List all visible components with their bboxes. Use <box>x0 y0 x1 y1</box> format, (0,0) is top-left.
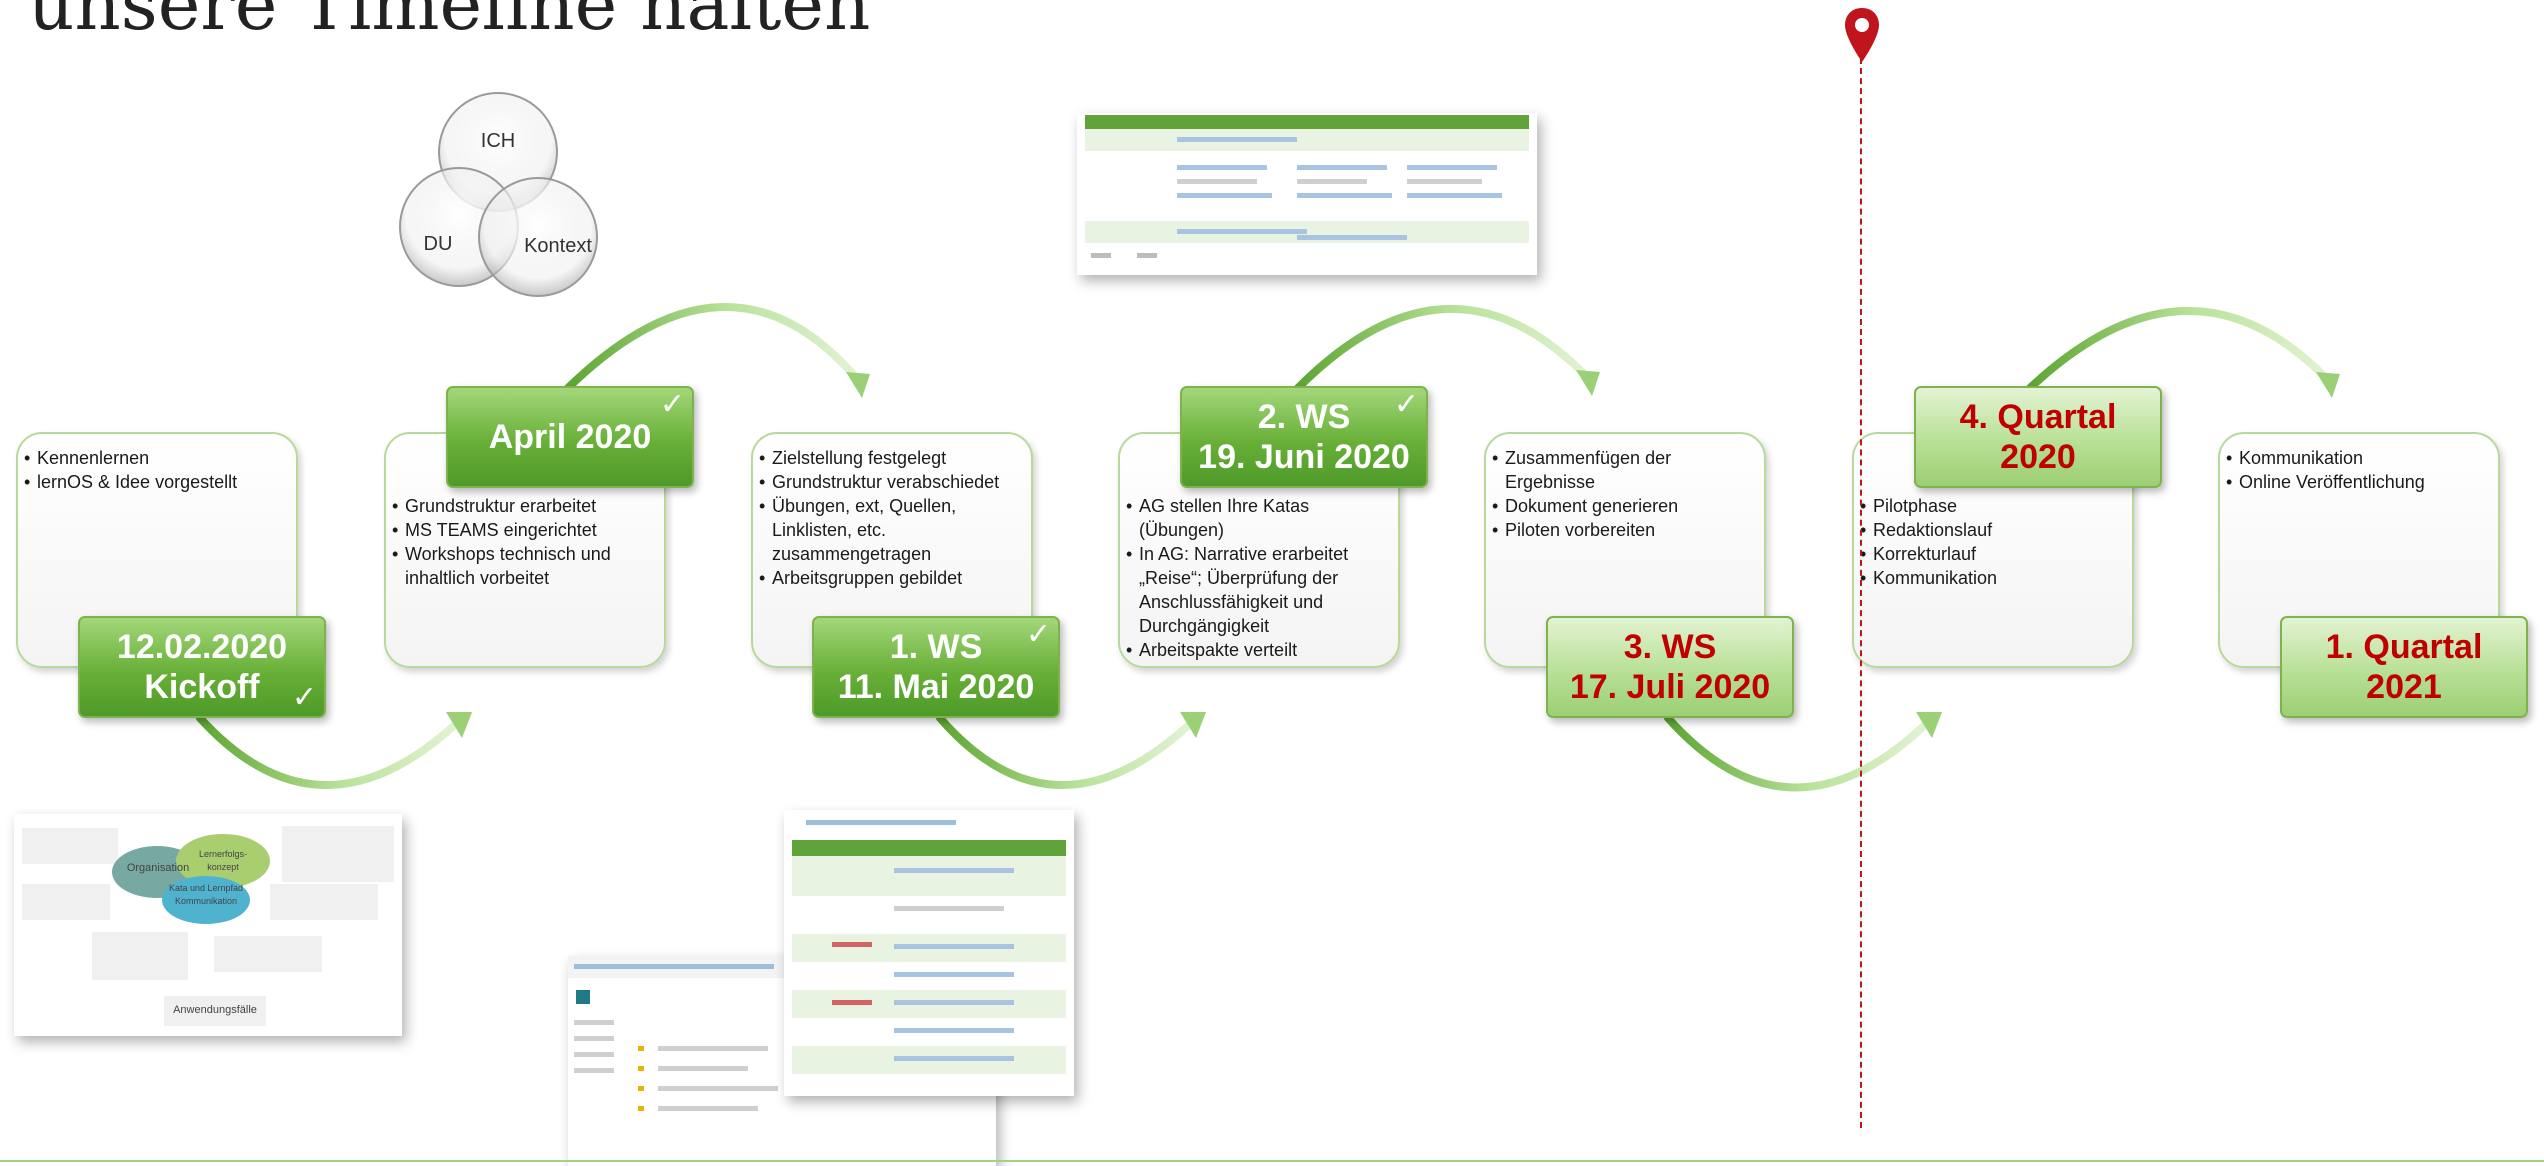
arrow-q4-to-q1 <box>2026 307 2332 392</box>
bullet-item: Zielstellung festgelegt <box>759 446 1023 470</box>
bullet-item: lernOS & Idee vorgestellt <box>24 470 288 494</box>
arrow-kickoff-to-april <box>196 714 462 789</box>
arrow-april-to-ws1 <box>564 303 862 392</box>
bullet-item: Grundstruktur verabschiedet <box>759 470 1023 494</box>
topic-label: Kata und Lernpfad Kommunikation <box>168 883 244 906</box>
milestone-label-april: April 2020 ✓ <box>446 386 694 488</box>
location-pin-icon <box>1845 8 1879 62</box>
bullet-item: Workshops technisch und inhaltlich vorbe… <box>392 542 656 590</box>
arrowhead-6 <box>2316 372 2340 398</box>
bullet-item: Übungen, ext, Quellen, Linklisten, etc. … <box>759 494 1023 566</box>
bullet-item: Redaktionslauf <box>1860 518 2124 542</box>
venn-label-kontext: Kontext <box>524 235 592 257</box>
bullet-item: In AG: Narrative erarbeitet „Reise“; Übe… <box>1126 542 1390 638</box>
milestone-label-q1-2021: 1. Quartal 2021 <box>2280 616 2528 718</box>
milestone-date: 2021 <box>2366 668 2442 706</box>
milestone-title: 3. WS <box>1623 628 1717 666</box>
table-document-thumbnail <box>1077 113 1537 275</box>
venn-circle-kontext <box>478 177 598 297</box>
arrowhead-3 <box>1180 712 1206 738</box>
arrow-ws2-to-ws3 <box>1294 305 1592 392</box>
bullet-item: Arbeitsgruppen gebildet <box>759 566 1023 590</box>
bullet-item: Piloten vorbereiten <box>1492 518 1756 542</box>
milestone-label-kickoff: 12.02.2020 Kickoff ✓ <box>78 616 326 718</box>
arrow-ws3-to-q4 <box>1664 714 1932 792</box>
venn-label-ich: ICH <box>481 130 515 152</box>
milestone-title: 4. Quartal <box>1959 398 2117 436</box>
topic-label: Anwendungsfälle <box>173 1004 257 1016</box>
today-marker-line <box>1860 58 1862 1128</box>
bullet-item: AG stellen Ihre Katas (Übungen) <box>1126 494 1390 542</box>
page-title: unsere Timeline halten <box>28 0 871 46</box>
bullet-item: Zusammenfügen der Ergebnisse <box>1492 446 1756 494</box>
milestone-label-ws1: 1. WS 11. Mai 2020 ✓ <box>812 616 1060 718</box>
checkmark-icon: ✓ <box>1025 618 1051 651</box>
arrowhead-2 <box>846 372 870 398</box>
bullet-item: Arbeitspakte verteilt <box>1126 638 1390 662</box>
venn-diagram: ICH DU Kontext <box>399 92 598 297</box>
milestone-date: April 2020 <box>488 418 652 456</box>
document-table-thumbnail <box>784 810 1074 1096</box>
milestone-title: 1. Quartal <box>2325 628 2483 666</box>
bullet-item: Pilotphase <box>1860 494 2124 518</box>
arrowhead-4 <box>1576 370 1600 396</box>
bullet-item: Kommunikation <box>1860 566 2124 590</box>
bullet-item: Online Veröffentlichung <box>2226 470 2490 494</box>
concept-slide-thumbnail: Organisation Lernerfolgs-konzept Kata un… <box>14 814 402 1036</box>
bullet-item: Korrekturlauf <box>1860 542 2124 566</box>
checkmark-icon: ✓ <box>291 681 317 714</box>
milestone-label-ws3: 3. WS 17. Juli 2020 <box>1546 616 1794 718</box>
bullet-item: Grundstruktur erarbeitet <box>392 494 656 518</box>
bullet-item: Dokument generieren <box>1492 494 1756 518</box>
arrowhead-1 <box>446 712 472 738</box>
milestone-date: 11. Mai 2020 <box>837 668 1035 706</box>
milestone-label-q4-2020: 4. Quartal 2020 <box>1914 386 2162 488</box>
bullet-item: Kommunikation <box>2226 446 2490 470</box>
bullet-item: MS TEAMS eingerichtet <box>392 518 656 542</box>
bullet-item: Kennenlernen <box>24 446 288 470</box>
venn-label-du: DU <box>424 233 453 255</box>
bottom-divider <box>0 1160 2544 1162</box>
topic-label: Lernerfolgs-konzept <box>198 849 248 872</box>
arrow-ws1-to-ws2 <box>936 714 1196 789</box>
milestone-title: Kickoff <box>144 668 260 706</box>
milestone-date: 19. Juni 2020 <box>1198 438 1410 476</box>
milestone-title: 1. WS <box>889 628 983 666</box>
topic-label: Organisation <box>126 862 190 874</box>
milestone-date: 17. Juli 2020 <box>1569 668 1771 706</box>
milestone-date: 2020 <box>2000 438 2076 476</box>
arrowhead-5 <box>1916 712 1942 738</box>
milestone-label-ws2: 2. WS 19. Juni 2020 ✓ <box>1180 386 1428 488</box>
milestone-date: 12.02.2020 <box>116 628 288 666</box>
checkmark-icon: ✓ <box>659 388 685 421</box>
checkmark-icon: ✓ <box>1393 388 1419 421</box>
milestone-title: 2. WS <box>1257 398 1351 436</box>
